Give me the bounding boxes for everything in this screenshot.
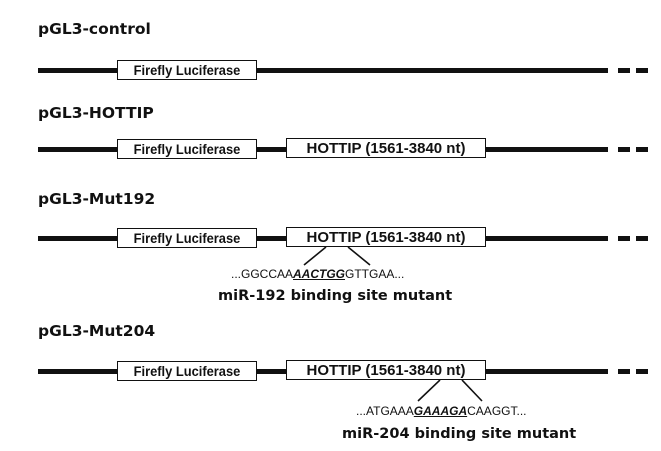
mutation-caption-mir192: miR-192 binding site mutant <box>218 288 453 304</box>
sequence-suffix: GTTGAA... <box>345 267 405 281</box>
mutant-sequence: ...GGCCAAAACTGGGTTGAA... <box>231 267 404 281</box>
firefly-luciferase-label: Firefly Luciferase <box>133 62 241 78</box>
sequence-suffix: CAAGGT... <box>467 404 527 418</box>
construct-label-hottip: pGL3-HOTTIP <box>38 104 154 122</box>
hottip-insert-box: HOTTIP (1561-3840 nt) <box>286 360 486 380</box>
hottip-insert-box: HOTTIP (1561-3840 nt) <box>286 227 486 247</box>
firefly-luciferase-label: Firefly Luciferase <box>133 363 241 379</box>
firefly-luciferase-box: Firefly Luciferase <box>117 361 257 381</box>
firefly-luciferase-label: Firefly Luciferase <box>133 141 241 157</box>
hottip-insert-box: HOTTIP (1561-3840 nt) <box>286 138 486 158</box>
mutated-bases: AACTGG <box>293 267 346 281</box>
firefly-luciferase-box: Firefly Luciferase <box>117 139 257 159</box>
firefly-luciferase-box: Firefly Luciferase <box>117 60 257 80</box>
vector-continuation-dash <box>618 369 630 374</box>
hottip-insert-label: HOTTIP (1561-3840 nt) <box>306 139 466 157</box>
construct-label-control: pGL3-control <box>38 20 151 38</box>
vector-continuation-dash <box>636 147 648 152</box>
vector-continuation-dash <box>618 147 630 152</box>
vector-backbone-line <box>38 68 608 73</box>
hottip-insert-label: HOTTIP (1561-3840 nt) <box>306 361 466 379</box>
firefly-luciferase-box: Firefly Luciferase <box>117 228 257 248</box>
construct-label-mut192: pGL3-Mut192 <box>38 190 156 208</box>
mutated-bases: GAAAGA <box>413 404 468 418</box>
sequence-prefix: ...ATGAAA <box>356 404 414 418</box>
sequence-prefix: ...GGCCAA <box>231 267 294 281</box>
vector-continuation-dash <box>636 68 648 73</box>
construct-label-mut204: pGL3-Mut204 <box>38 322 156 340</box>
firefly-luciferase-label: Firefly Luciferase <box>133 230 241 246</box>
vector-continuation-dash <box>636 369 648 374</box>
vector-continuation-dash <box>618 236 630 241</box>
vector-continuation-dash <box>618 68 630 73</box>
mutation-caption-mir204: miR-204 binding site mutant <box>342 426 577 442</box>
hottip-insert-label: HOTTIP (1561-3840 nt) <box>306 228 466 246</box>
vector-continuation-dash <box>636 236 648 241</box>
mutant-sequence: ...ATGAAAGAAAGACAAGGT... <box>356 404 526 418</box>
